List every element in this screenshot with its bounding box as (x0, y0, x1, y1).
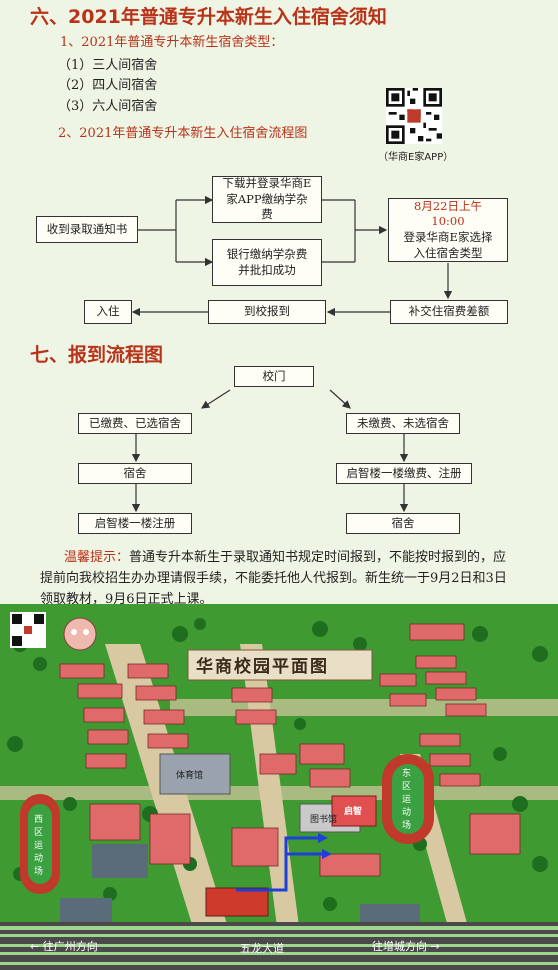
qr-caption: （华商E家APP） (378, 152, 454, 163)
dorm-right-box: 宿舍 (346, 513, 460, 534)
dorm-types-heading: 1、2021年普通专升本新生宿舍类型： (60, 35, 284, 50)
campus-map-drawing (0, 604, 558, 970)
flow-date-text: 8月22日上午10:00 (414, 198, 482, 229)
qr-code-icon (386, 88, 442, 144)
flow-notice-box: 收到录取通知书 (36, 216, 138, 243)
flow-supplement-box: 补交住宿费差额 (390, 300, 508, 324)
road-label-guangzhou: ← 往广州方向 (30, 940, 98, 953)
dorm-type-6: （3）六人间宿舍 (58, 99, 158, 114)
paid-box: 已缴费、已选宿舍 (78, 413, 192, 434)
gate-box: 校门 (234, 366, 314, 387)
dorm-type-3: （1）三人间宿舍 (58, 58, 158, 73)
tip-paragraph: 温馨提示：普通专升本新生于录取通知书规定时间报到，不能按时报到的，应提前向我校招… (40, 547, 510, 610)
flow-select-text: 登录华商E家选择入住宿舍类型 (403, 230, 493, 260)
section6-title: 六、2021年普通专升本新生入住宿舍须知 (30, 6, 387, 28)
east-field-label: 东区运动场 (402, 769, 412, 831)
tip-label: 温馨提示： (64, 550, 130, 565)
road-label-wulong: 五龙大道 (240, 942, 284, 955)
map-title: 华商校园平面图 (196, 657, 329, 677)
dorm-flow-heading: 2、2021年普通专升本新生入住宿舍流程图 (58, 126, 308, 141)
road-label-zengcheng: 往增城方向 → (372, 940, 440, 953)
dorm-left-box: 宿舍 (78, 463, 192, 484)
report-flow-arrows (131, 389, 409, 513)
tip-text: 普通专升本新生于录取通知书规定时间报到，不能按时报到的，应提前向我校招生办办理请… (40, 550, 507, 607)
flow-bank-box: 银行缴纳学杂费并批扣成功 (212, 239, 322, 286)
register-box: 启智楼一楼注册 (78, 513, 192, 534)
gym-label: 体育馆 (176, 771, 204, 781)
section7-title: 七、报到流程图 (30, 344, 164, 366)
west-field-label: 西区运动场 (34, 815, 44, 877)
dorm-flow-arrows (131, 195, 453, 317)
campus-map: 华商校园平面图 西区运动场 东区运动场 启智 体育馆 图书馆 ← 往广州方向 五… (0, 604, 558, 970)
library-label: 图书馆 (310, 815, 338, 825)
flow-download-box: 下载并登录华商E家APP缴纳学杂费 (212, 176, 322, 223)
flow-select-box: 8月22日上午10:00 登录华商E家选择入住宿舍类型 (388, 198, 508, 262)
flow-checkin-box: 入住 (84, 300, 132, 324)
dorm-type-4: （2）四人间宿舍 (58, 78, 158, 93)
qizhi-label: 启智 (344, 807, 363, 817)
flow-report-box: 到校报到 (208, 300, 326, 324)
unpaid-box: 未缴费、未选宿舍 (346, 413, 460, 434)
pay-register-box: 启智楼一楼缴费、注册 (336, 463, 472, 484)
